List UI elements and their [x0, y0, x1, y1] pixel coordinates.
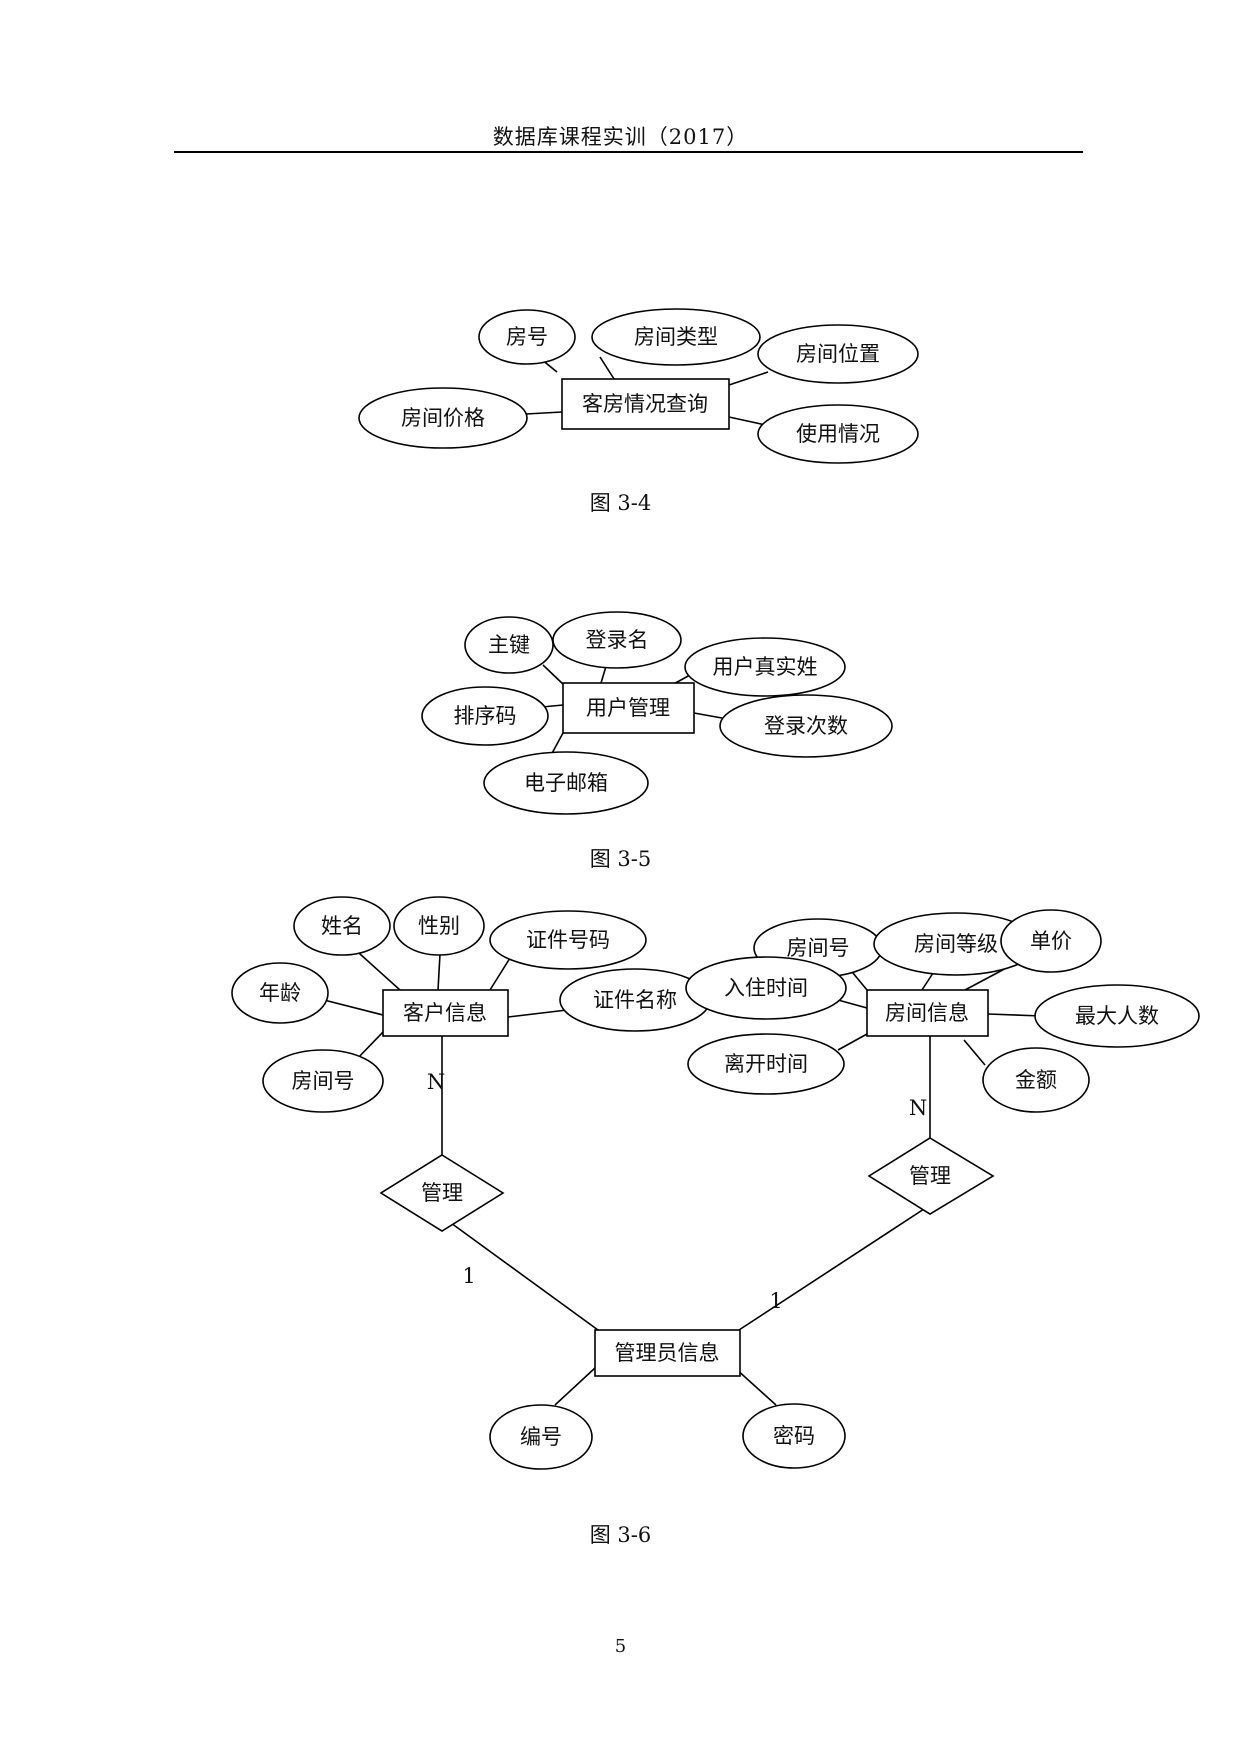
attr-max-people-label: 最大人数: [1075, 1004, 1159, 1028]
rel-manage-right: [867, 1137, 995, 1215]
page-number: 5: [614, 1636, 627, 1657]
attr-room-price: [358, 387, 528, 449]
entity-customer-label: 客户信息: [403, 1001, 487, 1025]
attr-primary-key-label: 主键: [488, 633, 530, 657]
running-header: 数据库课程实训（2017）: [492, 125, 749, 149]
attr-sort-code-label: 排序码: [454, 704, 517, 728]
attr-leave-time-label: 离开时间: [724, 1052, 808, 1076]
attr-room-location: [757, 324, 919, 384]
attr-cust-name: [293, 896, 391, 956]
attr-max-people: [1034, 984, 1200, 1048]
attr-admin-id-label: 编号: [520, 1425, 562, 1449]
attr-cust-name-label: 姓名: [321, 914, 363, 938]
attr-real-name: [684, 637, 846, 697]
attr-cust-gender-label: 性别: [418, 914, 460, 938]
entity-admin-label: 管理员信息: [615, 1341, 720, 1365]
attr-usage-label: 使用情况: [796, 422, 880, 446]
entity-room-query: [561, 378, 730, 430]
attr-usage: [757, 404, 919, 464]
attr-leave-time: [687, 1033, 845, 1095]
attr-login-count: [719, 694, 893, 758]
card-right-one: 1: [769, 1289, 782, 1313]
attr-amount: [982, 1047, 1090, 1113]
header-rule: [174, 151, 1083, 153]
attr-amount-label: 金额: [1015, 1068, 1057, 1092]
rel-manage-left-label: 管理: [421, 1181, 463, 1205]
attr-cust-age-label: 年龄: [259, 981, 301, 1005]
attr-room-type-label: 房间类型: [634, 325, 718, 349]
attr-login-name-label: 登录名: [586, 628, 649, 652]
attr-room-no-6-label: 房间号: [787, 936, 850, 960]
caption-fig-3-6: 图 3-6: [589, 1523, 652, 1547]
attr-real-name-label: 用户真实姓: [713, 655, 818, 679]
attr-login-name: [552, 611, 682, 669]
attr-admin-password-label: 密码: [773, 1424, 815, 1448]
attr-cust-id-number: [489, 910, 647, 970]
attr-cust-gender: [393, 896, 485, 956]
attr-cust-id-number-label: 证件号码: [526, 928, 610, 952]
attr-cust-age: [231, 962, 329, 1024]
entity-user-mgmt: [562, 682, 695, 734]
attr-room-no-label: 房号: [506, 325, 548, 349]
attr-checkin-time-label: 入住时间: [724, 976, 808, 1000]
attr-email-label: 电子邮箱: [524, 771, 608, 795]
attr-unit-price: [1000, 909, 1102, 973]
card-left-many: N: [427, 1070, 445, 1094]
attr-room-no: [478, 309, 576, 365]
entity-admin: [594, 1329, 741, 1377]
attr-sort-code: [421, 686, 549, 746]
entity-room-query-label: 客房情况查询: [582, 392, 708, 416]
card-right-many: N: [909, 1096, 927, 1120]
attr-checkin-time: [685, 956, 847, 1020]
rel-manage-left: [379, 1154, 505, 1232]
attr-cust-room-no: [262, 1049, 384, 1113]
attr-room-price-label: 房间价格: [401, 406, 485, 430]
attr-cust-room-no-label: 房间号: [292, 1069, 355, 1093]
attr-room-type: [591, 308, 761, 366]
attr-admin-password: [742, 1403, 846, 1469]
entity-room-label: 房间信息: [885, 1001, 969, 1025]
caption-fig-3-5: 图 3-5: [589, 847, 652, 871]
attr-room-grade-label: 房间等级: [914, 932, 998, 956]
entity-user-mgmt-label: 用户管理: [586, 696, 670, 720]
attr-email: [483, 751, 649, 815]
entity-customer: [382, 989, 509, 1037]
attr-login-count-label: 登录次数: [764, 714, 848, 738]
rel-manage-right-label: 管理: [909, 1164, 951, 1188]
caption-fig-3-4: 图 3-4: [589, 491, 652, 515]
attr-room-location-label: 房间位置: [796, 342, 880, 366]
attr-primary-key: [464, 616, 554, 674]
entity-room: [866, 989, 989, 1037]
attr-unit-price-label: 单价: [1030, 929, 1072, 953]
attr-admin-id: [489, 1404, 593, 1470]
card-left-one: 1: [462, 1264, 475, 1288]
attr-cust-id-type-label: 证件名称: [593, 988, 677, 1012]
